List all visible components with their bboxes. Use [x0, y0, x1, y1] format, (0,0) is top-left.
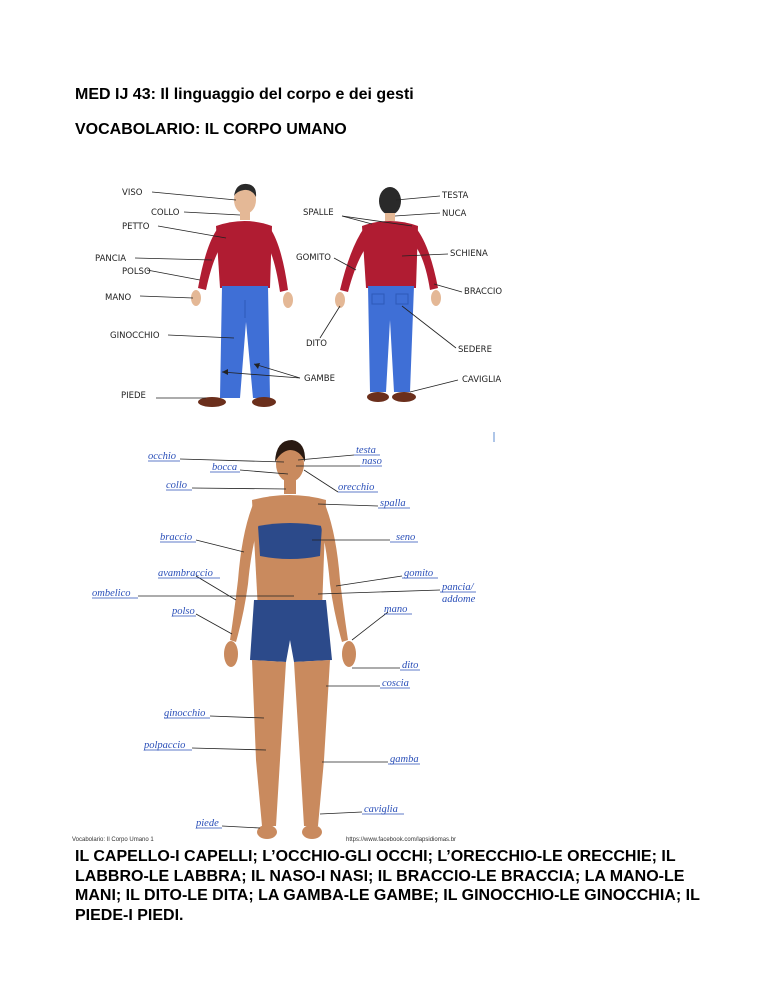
female-figure: [224, 440, 356, 839]
label-testa-f: testa: [356, 445, 376, 456]
label-bocca: bocca: [212, 462, 237, 473]
label-ginocchio-f: ginocchio: [164, 708, 205, 719]
label-occhio: occhio: [148, 451, 176, 462]
diagram-caption-left: Vocabolario: Il Corpo Umano 1: [72, 837, 154, 843]
label-pancia-f: pancia/: [441, 582, 475, 593]
label-spalle: SPALLE: [303, 208, 334, 218]
diagram-caption-right: https://www.facebook.com/lapsidiomas.br: [346, 837, 456, 843]
label-gomito: GOMITO: [296, 253, 331, 263]
label-schiena: SCHIENA: [450, 249, 488, 259]
plural-forms-paragraph: IL CAPELLO-I CAPELLI; L’OCCHIO-GLI OCCHI…: [75, 848, 700, 924]
document-heading: MED IJ 43: Il linguaggio del corpo e dei…: [75, 86, 414, 103]
label-gambe: GAMBE: [304, 374, 335, 384]
label-petto: PETTO: [122, 222, 150, 232]
label-mano: MANO: [105, 293, 132, 303]
label-ginocchio: GINOCCHIO: [110, 331, 160, 341]
label-dito-f: dito: [402, 660, 418, 671]
label-addome: addome: [442, 594, 476, 605]
label-caviglia: CAVIGLIA: [462, 375, 501, 385]
label-spalla: spalla: [380, 498, 406, 509]
label-avambraccio: avambraccio: [158, 568, 213, 579]
label-nuca: NUCA: [442, 209, 467, 219]
label-piede-f: piede: [195, 818, 219, 829]
label-polpaccio: polpaccio: [143, 740, 185, 751]
label-braccio: BRACCIO: [464, 287, 502, 297]
label-naso: naso: [362, 456, 382, 467]
label-caviglia-f: caviglia: [364, 804, 398, 815]
label-testa: TESTA: [441, 191, 468, 201]
label-polso: POLSO: [122, 267, 151, 277]
label-dito: DITO: [306, 339, 327, 349]
label-orecchio: orecchio: [338, 482, 374, 493]
label-mano-f: mano: [384, 604, 407, 615]
label-polso-f: polso: [171, 606, 195, 617]
label-gomito-f: gomito: [404, 568, 433, 579]
label-collo: COLLO: [151, 208, 180, 218]
label-collo-f: collo: [166, 480, 187, 491]
label-piede: PIEDE: [121, 391, 146, 401]
male-back-figure: [335, 187, 441, 402]
label-pancia: PANCIA: [95, 254, 126, 264]
label-braccio-f: braccio: [160, 532, 192, 543]
label-sedere: SEDERE: [458, 345, 492, 355]
male-front-figure: [191, 183, 293, 407]
label-seno: seno: [396, 532, 415, 543]
label-gamba: gamba: [390, 754, 419, 765]
section-title: VOCABOLARIO: IL CORPO UMANO: [75, 121, 347, 138]
label-viso: VISO: [122, 188, 143, 198]
label-coscia: coscia: [382, 678, 409, 689]
label-ombelico: ombelico: [92, 588, 131, 599]
